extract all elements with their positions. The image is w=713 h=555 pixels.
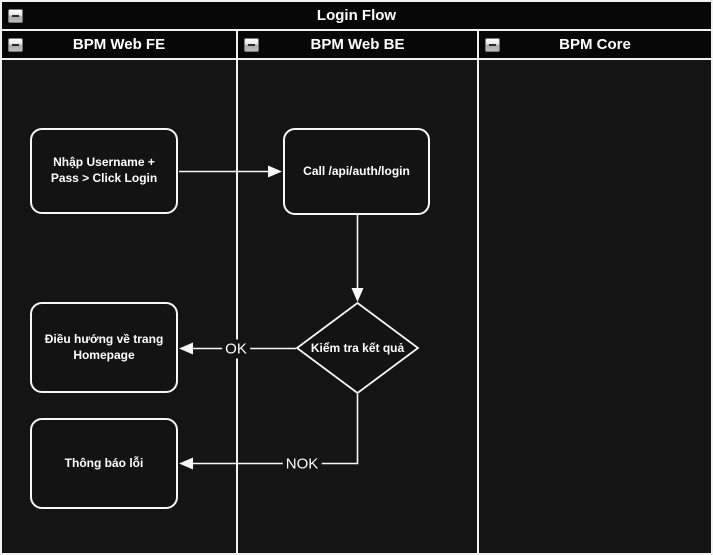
- lane-title: BPM Web FE: [72, 36, 166, 53]
- node-decision-check-result[interactable]: Kiểm tra kết quả: [294, 300, 421, 396]
- lane-body-bpm-core[interactable]: [479, 60, 711, 553]
- decision-label: Kiểm tra kết quả: [310, 341, 405, 355]
- edge-label-nok[interactable]: NOK: [282, 454, 322, 474]
- pool-title-bar[interactable]: Login Flow: [2, 2, 711, 31]
- lane-header-bpm-web-fe[interactable]: BPM Web FE: [2, 31, 238, 60]
- minus-glyph: [12, 43, 19, 46]
- collapse-minus-icon[interactable]: [485, 37, 500, 52]
- collapse-minus-icon[interactable]: [8, 8, 23, 23]
- node-call-login-api[interactable]: Call /api/auth/login: [283, 128, 430, 215]
- lane-header-row: BPM Web FE BPM Web BE BPM Core: [2, 31, 711, 60]
- lane-title: BPM Core: [559, 36, 631, 53]
- minus-glyph: [489, 43, 496, 46]
- node-redirect-homepage[interactable]: Điều hướng về trang Homepage: [30, 302, 178, 393]
- minus-glyph: [248, 43, 255, 46]
- lane-title: BPM Web BE: [310, 36, 405, 53]
- diamond-shape: [295, 301, 420, 395]
- lane-header-bpm-web-be[interactable]: BPM Web BE: [238, 31, 479, 60]
- edge-label-ok[interactable]: OK: [222, 339, 250, 359]
- pool-title: Login Flow: [316, 7, 397, 24]
- collapse-minus-icon[interactable]: [8, 37, 23, 52]
- lane-header-bpm-core[interactable]: BPM Core: [479, 31, 711, 60]
- node-error-message[interactable]: Thông báo lỗi: [30, 418, 178, 509]
- minus-glyph: [12, 14, 19, 17]
- collapse-minus-icon[interactable]: [244, 37, 259, 52]
- node-input-credentials[interactable]: Nhập Username + Pass > Click Login: [30, 128, 178, 214]
